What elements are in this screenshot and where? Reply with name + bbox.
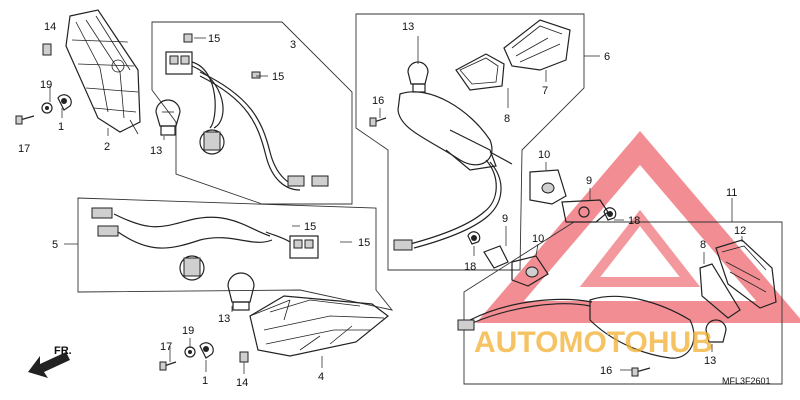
callout-8: 8: [700, 239, 706, 251]
callout-13: 13: [704, 355, 716, 367]
callout-19: 19: [182, 325, 194, 337]
figure-code: MFL3F2601: [722, 376, 771, 386]
callout-15: 15: [358, 237, 370, 249]
callout-19: 19: [40, 79, 52, 91]
callout-12: 12: [734, 225, 746, 237]
callout-6: 6: [604, 51, 610, 63]
callout-10: 10: [532, 233, 544, 245]
callout-1: 1: [58, 121, 64, 133]
callout-16: 16: [600, 365, 612, 377]
harness-5: [91, 207, 319, 281]
callout-13: 13: [402, 21, 414, 33]
winker-assembly-11: [457, 239, 777, 377]
callout-17: 17: [160, 341, 172, 353]
callout-14: 14: [44, 21, 56, 33]
callout-1: 1: [202, 375, 208, 387]
callout-17: 17: [18, 143, 30, 155]
callout-15: 15: [272, 71, 284, 83]
callout-9: 9: [586, 175, 592, 187]
callout-11: 11: [726, 187, 737, 199]
leader-lines: [49, 36, 743, 374]
callout-15: 15: [208, 33, 220, 45]
callout-7: 7: [542, 85, 548, 97]
callout-10: 10: [538, 149, 550, 161]
callout-8: 8: [504, 113, 510, 125]
fasteners-lower-left: [159, 342, 249, 371]
callout-18: 18: [628, 215, 640, 227]
callouts: 14 15 3 15 19 1 17 2 13 13 6 7 8 16 10 9…: [18, 21, 746, 389]
winker-assembly-6: [369, 19, 571, 251]
winker-lens-4: [249, 295, 389, 357]
callout-5: 5: [52, 239, 58, 251]
group-box-5: [77, 197, 394, 311]
callout-2: 2: [104, 141, 110, 153]
group-box-11: [463, 221, 783, 385]
callout-16: 16: [372, 95, 384, 107]
harness-3: [165, 33, 329, 191]
winker-lens-2: [65, 9, 141, 135]
callout-13: 13: [218, 313, 230, 325]
callout-15: 15: [304, 221, 316, 233]
callout-18: 18: [464, 261, 476, 273]
bulb-13-left: [155, 99, 181, 136]
bulb-13-lower-left: [227, 272, 255, 311]
front-direction-arrow-icon: FR.: [28, 345, 72, 378]
callout-9: 9: [502, 213, 508, 225]
watermark-text: AUTOMOTOHUB: [474, 326, 713, 359]
direction-label: FR.: [54, 345, 72, 357]
group-box-6: [355, 13, 585, 271]
callout-3: 3: [290, 39, 296, 51]
callout-4: 4: [318, 371, 324, 383]
callout-13: 13: [150, 145, 162, 157]
mount-parts: [467, 169, 617, 287]
callout-14: 14: [236, 377, 248, 389]
fasteners-top-left: [15, 43, 72, 125]
watermark-logo: [476, 131, 800, 323]
